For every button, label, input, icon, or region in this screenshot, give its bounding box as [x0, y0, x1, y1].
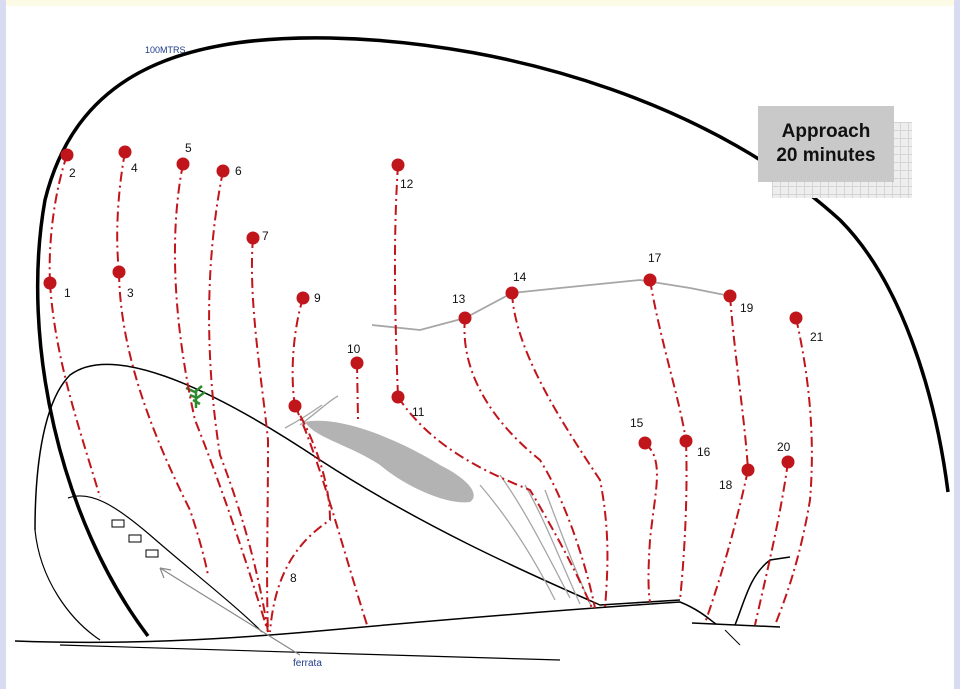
- route-bolt-20: [781, 455, 795, 469]
- left-edge-line: [34, 529, 101, 641]
- route-bolt-11: [391, 390, 405, 404]
- route-line-9-a: [269, 297, 332, 633]
- route-label-2: 2: [69, 166, 76, 180]
- route-bolt-15: [638, 436, 652, 450]
- route-bolt-5: [176, 157, 190, 171]
- route-line-11: [397, 396, 593, 609]
- route-line-21: [774, 317, 813, 626]
- route-bolt-9-lower: [288, 399, 302, 413]
- route-line-4: [116, 151, 126, 273]
- route-label-4: 4: [131, 161, 138, 175]
- route-bolt-21: [789, 311, 803, 325]
- route-bolt-9: [296, 291, 310, 305]
- route-line-12: [393, 164, 399, 398]
- route-bolt-7: [246, 231, 260, 245]
- gray-crack-5: [524, 484, 581, 605]
- route-line-15: [644, 442, 658, 603]
- ferrata-rung-3: [145, 549, 159, 558]
- route-line-6: [208, 170, 269, 633]
- route-label-12: 12: [400, 177, 414, 191]
- right-path-a: [734, 556, 791, 626]
- ferrata-arrow-head: [159, 567, 172, 579]
- route-line-13: [463, 317, 596, 609]
- route-line-17: [649, 279, 687, 442]
- approach-info-box: Approach 20 minutes: [758, 106, 894, 182]
- route-label-18: 18: [719, 478, 733, 492]
- ferrata-rung-1: [111, 519, 125, 528]
- ferrata-rung-2: [128, 534, 142, 543]
- route-line-2: [48, 154, 68, 284]
- route-bolt-14: [505, 286, 519, 300]
- route-label-20: 20: [777, 440, 791, 454]
- route-bolt-1: [43, 276, 57, 290]
- gray-rock-patch: [305, 420, 474, 503]
- route-line-14: [511, 292, 609, 609]
- route-line-18: [704, 469, 749, 624]
- gray-crack-4: [499, 474, 571, 599]
- ridge-line: [371, 279, 731, 331]
- ferrata-arrow: [159, 567, 301, 656]
- route-bolt-6: [216, 164, 230, 178]
- approach-duration: 20 minutes: [776, 145, 876, 166]
- route-label-16: 16: [697, 445, 711, 459]
- frame-left-border: [0, 0, 6, 689]
- route-bolt-10: [350, 356, 364, 370]
- route-bolt-3: [112, 265, 126, 279]
- route-label-3: 3: [127, 286, 134, 300]
- route-line-7: [250, 237, 270, 633]
- frame-right-border: [954, 0, 960, 689]
- ferrata-label: ferrata: [293, 658, 322, 669]
- route-bolt-18: [741, 463, 755, 477]
- ferrata-ledge: [67, 495, 263, 633]
- route-line-20: [754, 461, 789, 626]
- ground-line: [14, 601, 717, 644]
- route-label-21: 21: [810, 330, 824, 344]
- lower-slab-outline: [34, 363, 681, 606]
- route-bolt-19: [723, 289, 737, 303]
- route-label-17: 17: [648, 251, 662, 265]
- route-line-16: [679, 440, 688, 601]
- route-line-3: [118, 271, 209, 576]
- route-line-19: [729, 295, 749, 471]
- ground-line-lower: [59, 644, 561, 661]
- route-line-9-b: [294, 405, 369, 629]
- right-path-b: [724, 629, 741, 646]
- gray-crack-2: [284, 404, 323, 429]
- route-bolt-16: [679, 434, 693, 448]
- route-bolt-2: [60, 148, 74, 162]
- frame-top-border: [0, 0, 960, 6]
- route-bolt-4: [118, 145, 132, 159]
- route-bolt-17: [643, 273, 657, 287]
- route-label-8: 8: [290, 571, 297, 585]
- gray-crack-3: [479, 484, 556, 601]
- crag-outline: [35, 36, 950, 638]
- route-label-15: 15: [630, 416, 644, 430]
- route-line-1: [49, 282, 101, 498]
- scale-label: 100MTRS: [145, 45, 186, 55]
- route-label-19: 19: [740, 301, 754, 315]
- route-label-6: 6: [235, 164, 242, 178]
- route-bolt-12: [391, 158, 405, 172]
- route-label-5: 5: [185, 141, 192, 155]
- route-label-14: 14: [513, 270, 527, 284]
- route-bolt-13: [458, 311, 472, 325]
- route-label-1: 1: [64, 286, 71, 300]
- route-label-11: 11: [412, 405, 425, 419]
- route-line-10: [356, 362, 359, 421]
- gray-crack-1: [299, 395, 339, 426]
- route-label-9: 9: [314, 291, 321, 305]
- approach-title: Approach: [781, 121, 871, 142]
- route-label-13: 13: [452, 292, 466, 306]
- route-label-10: 10: [347, 342, 361, 356]
- right-ground-line: [691, 622, 781, 628]
- tree-icon: [185, 385, 206, 408]
- route-label-7: 7: [262, 229, 269, 243]
